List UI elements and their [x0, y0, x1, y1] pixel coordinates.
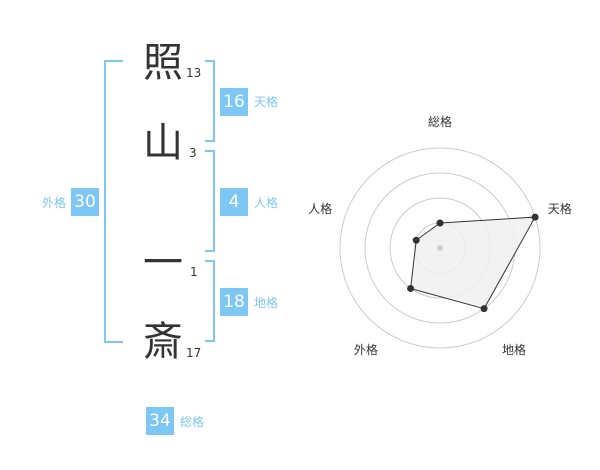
- chikaku-bracket: [205, 260, 215, 342]
- tenkaku-bracket: [205, 60, 215, 142]
- chikaku-value: 18: [220, 288, 248, 316]
- jinkaku-label: 人格: [254, 196, 279, 210]
- radar-area: [410, 216, 536, 310]
- name-char-1: 照: [143, 40, 183, 86]
- name-char-2: 山: [143, 120, 183, 166]
- name-char-3: 一: [143, 240, 183, 286]
- gaikaku-value: 30: [71, 188, 99, 216]
- radar-point: [412, 236, 420, 244]
- radar-center-dot: [437, 245, 443, 251]
- radar-point: [407, 284, 415, 292]
- soukaku-value: 34: [146, 407, 174, 435]
- name-char-4: 斎: [143, 319, 183, 365]
- radar-point: [480, 305, 488, 313]
- stroke-count-2: 3: [189, 146, 197, 160]
- jinkaku-bracket: [205, 150, 215, 252]
- radar-axis-label: 天格: [548, 201, 572, 216]
- tenkaku-label: 天格: [254, 95, 279, 109]
- radar-point: [531, 213, 539, 221]
- stroke-count-4: 17: [186, 346, 202, 360]
- chikaku-label: 地格: [254, 296, 279, 310]
- radar-point: [436, 219, 444, 227]
- gaikaku-label: 外格: [42, 196, 67, 210]
- radar-axis-label: 外格: [354, 342, 378, 357]
- radar-axis-label: 地格: [502, 342, 526, 357]
- gaikaku-bracket: [104, 60, 123, 343]
- tenkaku-value: 16: [220, 88, 248, 116]
- radar-ring: [339, 147, 541, 349]
- soukaku-label: 総格: [180, 415, 205, 429]
- radar-axis-label: 人格: [308, 201, 332, 216]
- radar-axis-label: 総格: [428, 114, 452, 129]
- stroke-count-3: 1: [190, 265, 198, 279]
- jinkaku-value: 4: [220, 188, 248, 216]
- stroke-count-1: 13: [186, 66, 202, 80]
